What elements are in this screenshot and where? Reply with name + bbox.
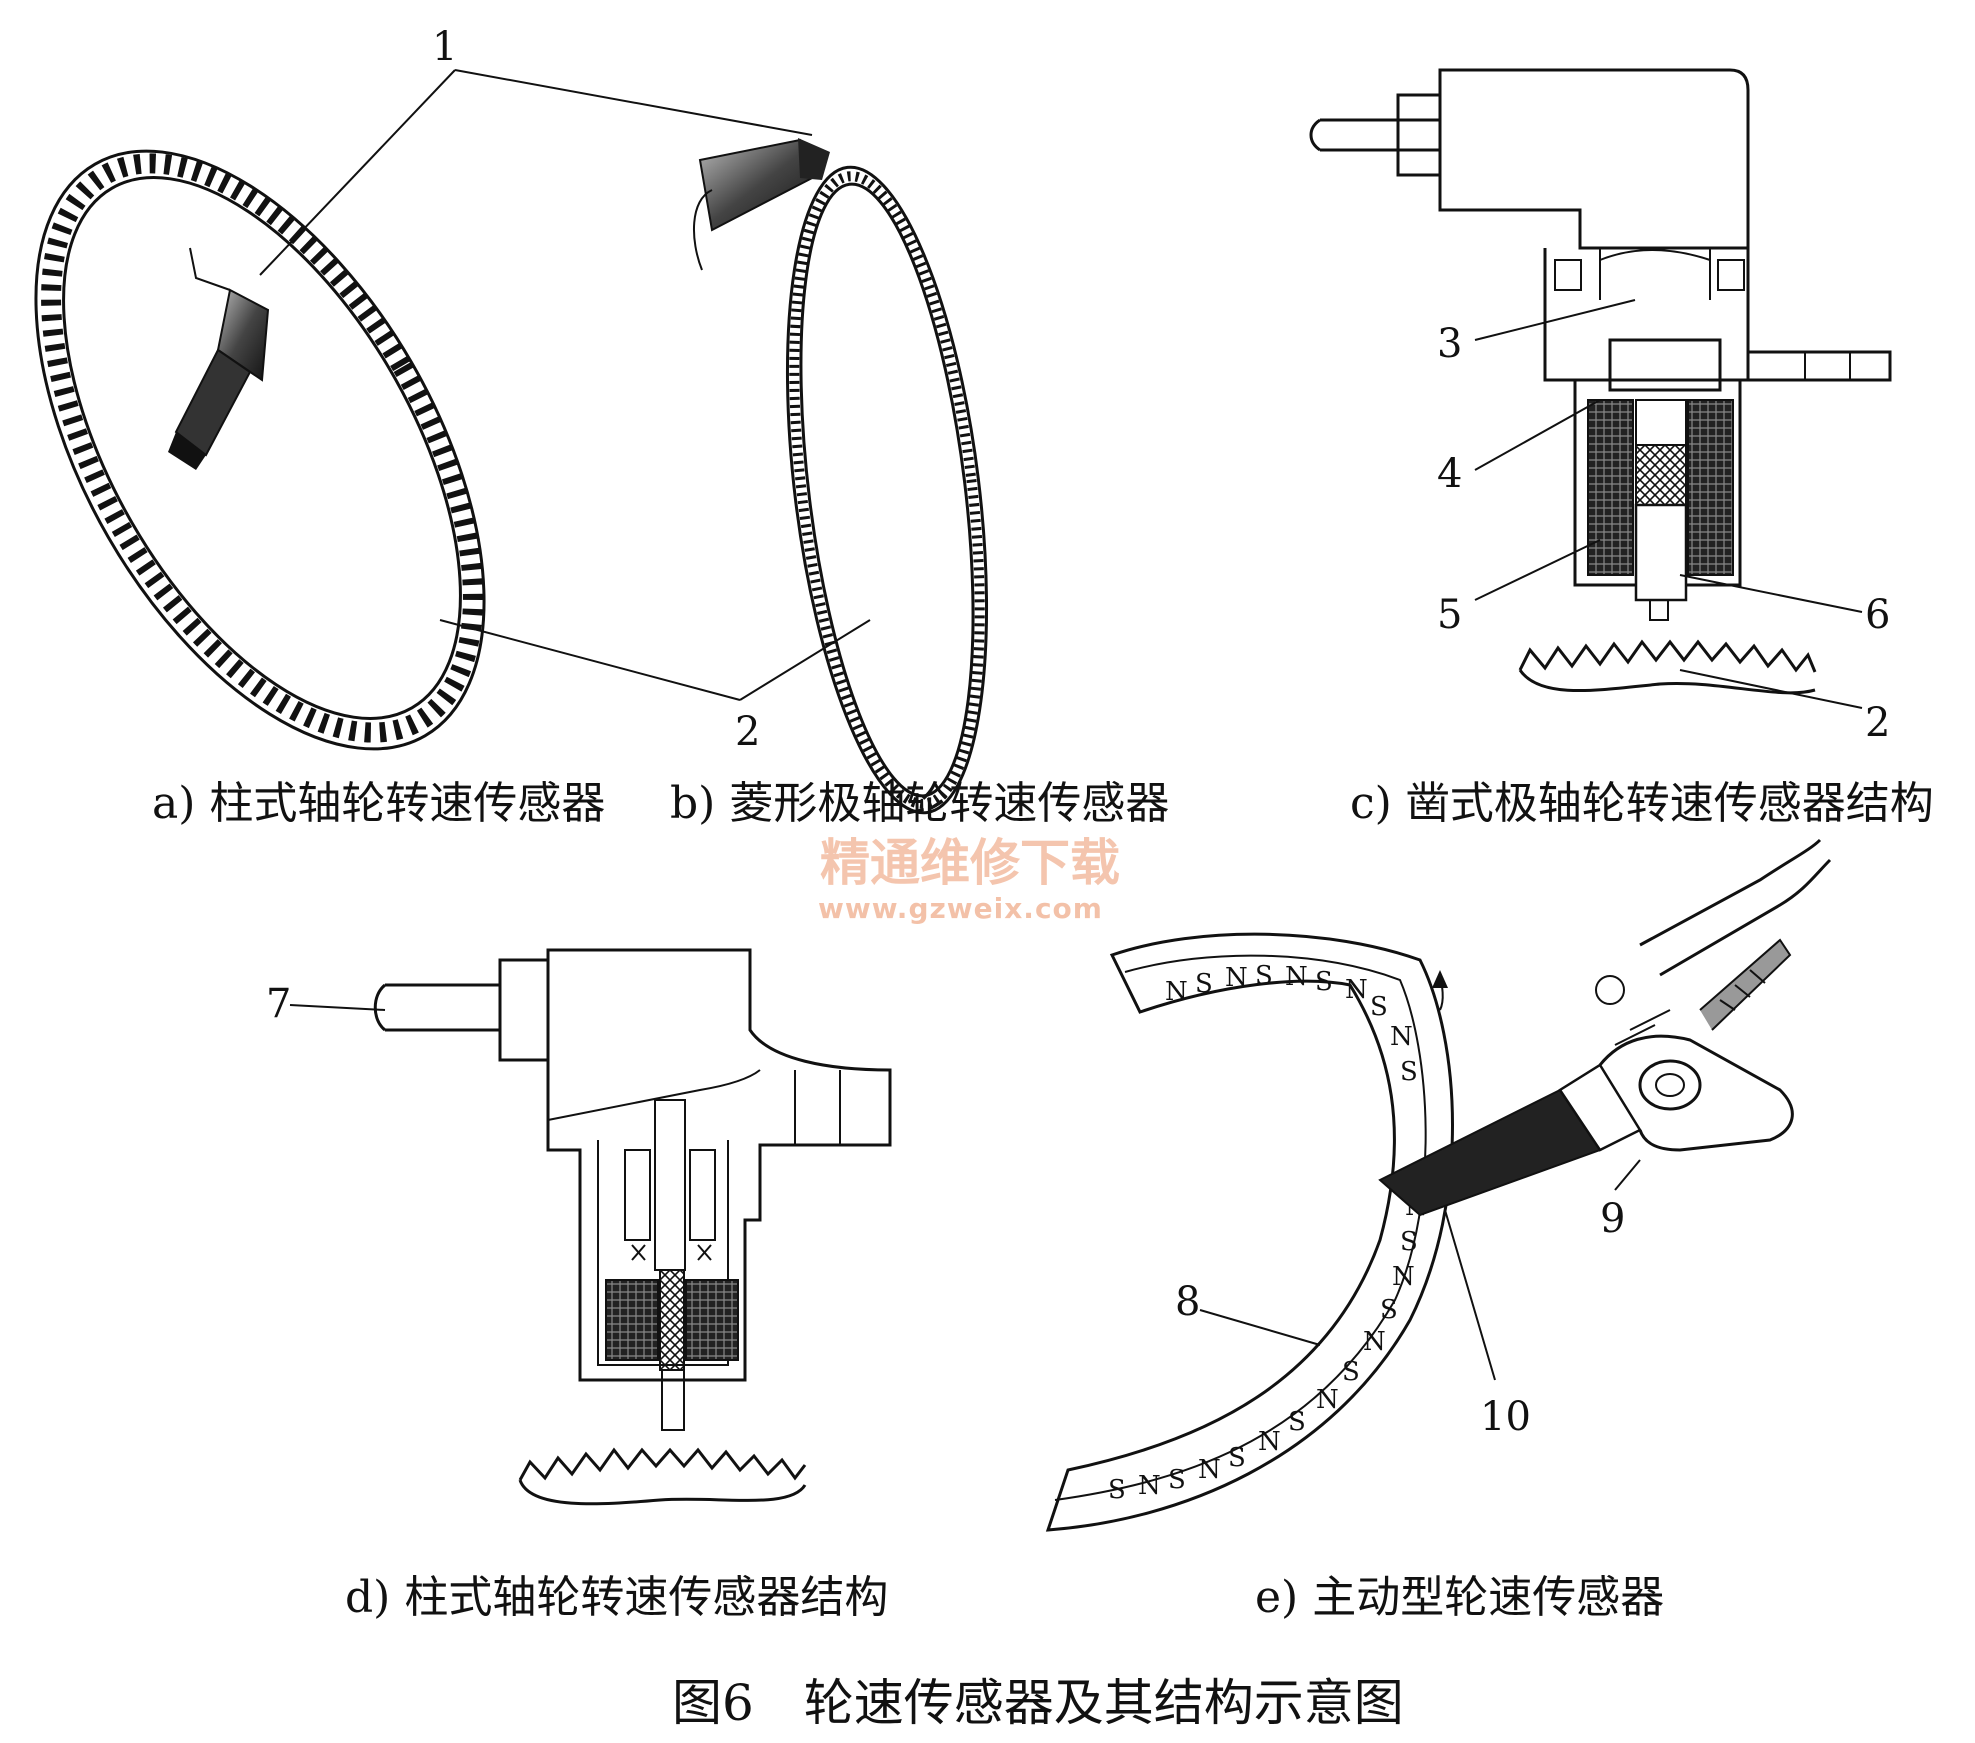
pole-n: N — [1392, 1262, 1415, 1292]
figure-caption: 图6 轮速传感器及其结构示意图 — [672, 1674, 1404, 1732]
pole-n: N — [1390, 1022, 1413, 1052]
callout-4: 4 — [1437, 451, 1462, 497]
pole-s: S — [1342, 1357, 1360, 1387]
panel-c-tooth-wheel — [1518, 639, 1817, 695]
callout-1: 1 — [432, 24, 457, 70]
panel-c-sensor-body — [1309, 68, 1892, 621]
callout-6: 6 — [1865, 592, 1890, 638]
callout-lines-ab — [259, 69, 871, 701]
callout-8: 8 — [1175, 1279, 1200, 1325]
pole-s: S — [1195, 969, 1213, 999]
pole-n: N — [1225, 963, 1248, 993]
callout-9: 9 — [1600, 1196, 1625, 1242]
callout-lines-e — [1199, 1159, 1641, 1381]
pole-n: N — [1258, 1427, 1281, 1457]
caption-c: c) 凿式极轴轮转速传感器结构 — [1350, 778, 1934, 829]
panel-a-tooth-ring — [34, 149, 486, 751]
callout-10: 10 — [1480, 1394, 1531, 1440]
caption-a: a) 柱式轴轮转速传感器 — [152, 778, 605, 829]
pole-n: N — [1138, 1471, 1161, 1501]
callout-2-ab: 2 — [735, 709, 760, 755]
rotation-arrow — [1432, 970, 1448, 1011]
panel-b-tooth-ring — [785, 165, 989, 815]
pole-n: N — [1198, 1455, 1221, 1485]
pole-n: N — [1285, 962, 1308, 992]
panel-e-magnet-labels: N S N S N S N S N S N S N S N S N S N S … — [1108, 961, 1428, 1505]
pole-n: N — [1316, 1385, 1339, 1415]
panel-d-tooth-wheel — [518, 1447, 807, 1506]
pole-s: S — [1400, 1227, 1418, 1257]
pole-s: S — [1400, 1057, 1418, 1087]
panel-d-sensor-body — [373, 948, 892, 1431]
callout-5: 5 — [1437, 592, 1462, 638]
callout-2-c: 2 — [1865, 700, 1890, 746]
caption-e: e) 主动型轮速传感器 — [1255, 1572, 1664, 1623]
callout-lines-c — [1474, 299, 1863, 709]
watermark-name: 精通维修下载 — [820, 834, 1120, 892]
pole-s: S — [1315, 967, 1333, 997]
pole-s: S — [1228, 1443, 1246, 1473]
pole-s: S — [1168, 1465, 1186, 1495]
pole-n: N — [1363, 1327, 1386, 1357]
pole-s: S — [1380, 1295, 1398, 1325]
pole-n: N — [1165, 977, 1188, 1007]
pole-s: S — [1255, 961, 1273, 991]
callout-line-7 — [289, 1004, 386, 1011]
callout-7: 7 — [266, 981, 291, 1027]
pole-n: N — [1345, 975, 1368, 1005]
caption-d: d) 柱式轴轮转速传感器结构 — [345, 1572, 888, 1623]
watermark-url: www.gzweix.com — [818, 892, 1103, 925]
panel-b-diamond-sensor — [693, 138, 830, 271]
pole-s: S — [1108, 1475, 1126, 1505]
pole-s: S — [1288, 1407, 1306, 1437]
caption-b: b) 菱形极轴轮转速传感器 — [670, 778, 1169, 829]
panel-a-pin-sensor — [168, 247, 270, 470]
panel-e-sensor-head — [1378, 838, 1832, 1217]
pole-s: S — [1370, 992, 1388, 1022]
callout-3: 3 — [1437, 321, 1462, 367]
